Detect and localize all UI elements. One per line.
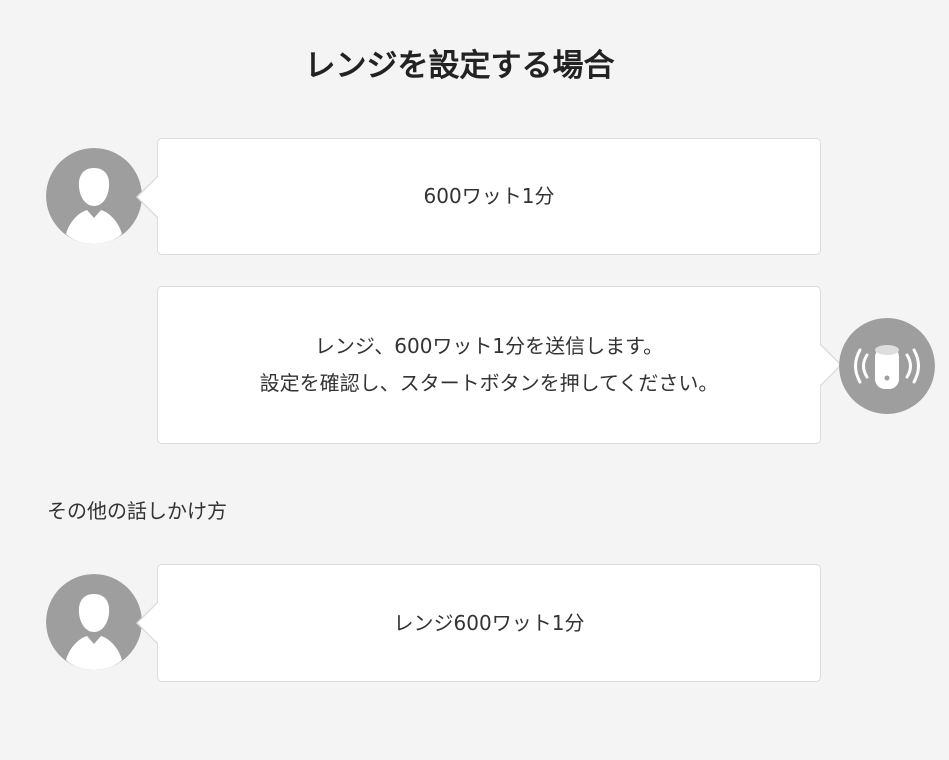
user-utterance-text: 600ワット1分 [423,184,555,208]
alternative-utterance-bubble: レンジ600ワット1分 [136,564,821,682]
smart-speaker-icon [839,318,935,414]
device-response-line-2: 設定を確認し、スタートボタンを押してください。 [259,371,719,395]
user-avatar-icon [46,574,142,670]
device-response-bubble: レンジ、600ワット1分を送信します。 設定を確認し、スタートボタンを押してくだ… [157,286,842,444]
page-title: レンジを設定する場合 [304,48,615,84]
device-response-line-1: レンジ、600ワット1分を送信します。 [314,334,664,358]
user-avatar-icon [46,148,142,244]
other-phrasings-label: その他の話しかけ方 [47,499,227,523]
alternative-utterance-text: レンジ600ワット1分 [393,610,585,635]
user-utterance-bubble: 600ワット1分 [136,138,821,255]
